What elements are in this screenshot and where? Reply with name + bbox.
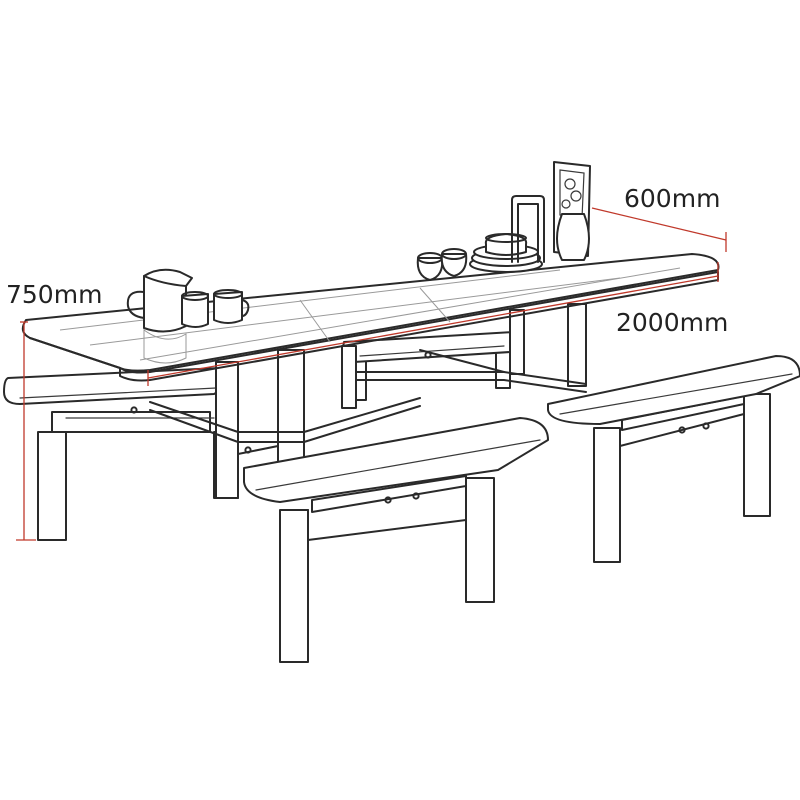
table-top <box>21 253 720 382</box>
glass-icon <box>416 252 444 281</box>
vase-icon <box>556 213 590 261</box>
bench-front-center <box>243 417 549 663</box>
napkin-holder-icon <box>511 195 545 263</box>
dimension-height <box>16 321 36 541</box>
dimension-depth <box>591 207 727 252</box>
dimension-length <box>147 262 719 386</box>
table-frame <box>149 303 587 499</box>
bench-front-right <box>547 355 800 563</box>
length-dimension-label: 2000mm <box>616 308 729 337</box>
bench-far-left <box>3 367 239 541</box>
height-dimension-label: 750mm <box>6 280 103 309</box>
depth-dimension-label: 600mm <box>624 184 721 213</box>
glass-icon <box>440 248 468 277</box>
jug-icon <box>126 268 193 364</box>
cup-icon <box>213 289 250 324</box>
plates-icon <box>469 233 543 273</box>
cup-icon <box>181 291 209 328</box>
